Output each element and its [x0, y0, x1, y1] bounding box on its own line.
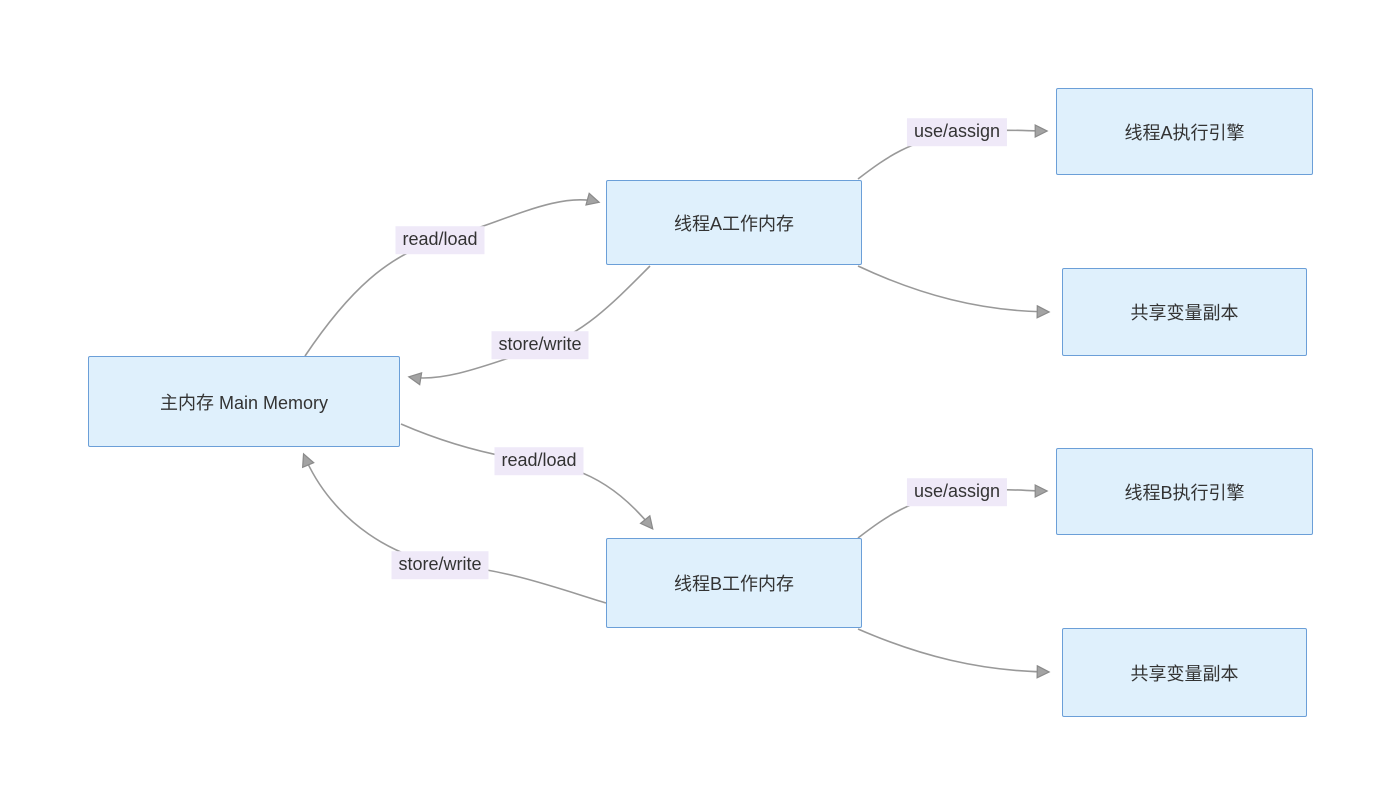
- edge-label-store-write-a: store/write: [491, 331, 589, 359]
- node-shared-variable-copy-a: 共享变量副本: [1062, 268, 1307, 356]
- node-shared-variable-copy-b: 共享变量副本: [1062, 628, 1307, 717]
- edge-threadA-to-main-storewrite: [410, 265, 651, 378]
- edge-label-read-load-b: read/load: [494, 447, 584, 475]
- node-thread-b-work-memory-label: 线程B工作内存: [673, 574, 794, 594]
- edge-threadB-to-sharedcopyB: [857, 628, 1048, 672]
- node-thread-a-execution-engine-label: 线程A执行引擎: [1124, 122, 1245, 143]
- node-thread-b-execution-engine-label: 线程B执行引擎: [1124, 482, 1245, 503]
- node-thread-a-work-memory: 线程A工作内存: [606, 180, 862, 265]
- edge-label-use-assign-a: use/assign: [906, 118, 1008, 146]
- node-thread-a-work-memory-label: 线程A工作内存: [673, 213, 794, 234]
- edge-label-read-load-a: read/load: [395, 226, 485, 254]
- node-main-memory: 主内存 Main Memory: [88, 356, 400, 447]
- node-thread-b-work-memory: 线程B工作内存: [606, 538, 862, 628]
- edge-main-to-threadB-readload: [400, 423, 652, 528]
- node-main-memory-label: 主内存 Main Memory: [159, 392, 329, 413]
- edge-label-use-assign-b: use/assign: [906, 478, 1008, 506]
- edge-label-store-write-b: store/write: [391, 551, 489, 579]
- node-thread-a-execution-engine: 线程A执行引擎: [1056, 88, 1313, 175]
- node-shared-variable-copy-a-label: 共享变量副本: [1130, 303, 1239, 323]
- edge-threadA-to-sharedcopyA: [857, 265, 1048, 312]
- edge-threadB-to-main-storewrite: [304, 455, 607, 604]
- node-thread-b-execution-engine: 线程B执行引擎: [1056, 448, 1313, 535]
- node-shared-variable-copy-b-label: 共享变量副本: [1130, 663, 1239, 684]
